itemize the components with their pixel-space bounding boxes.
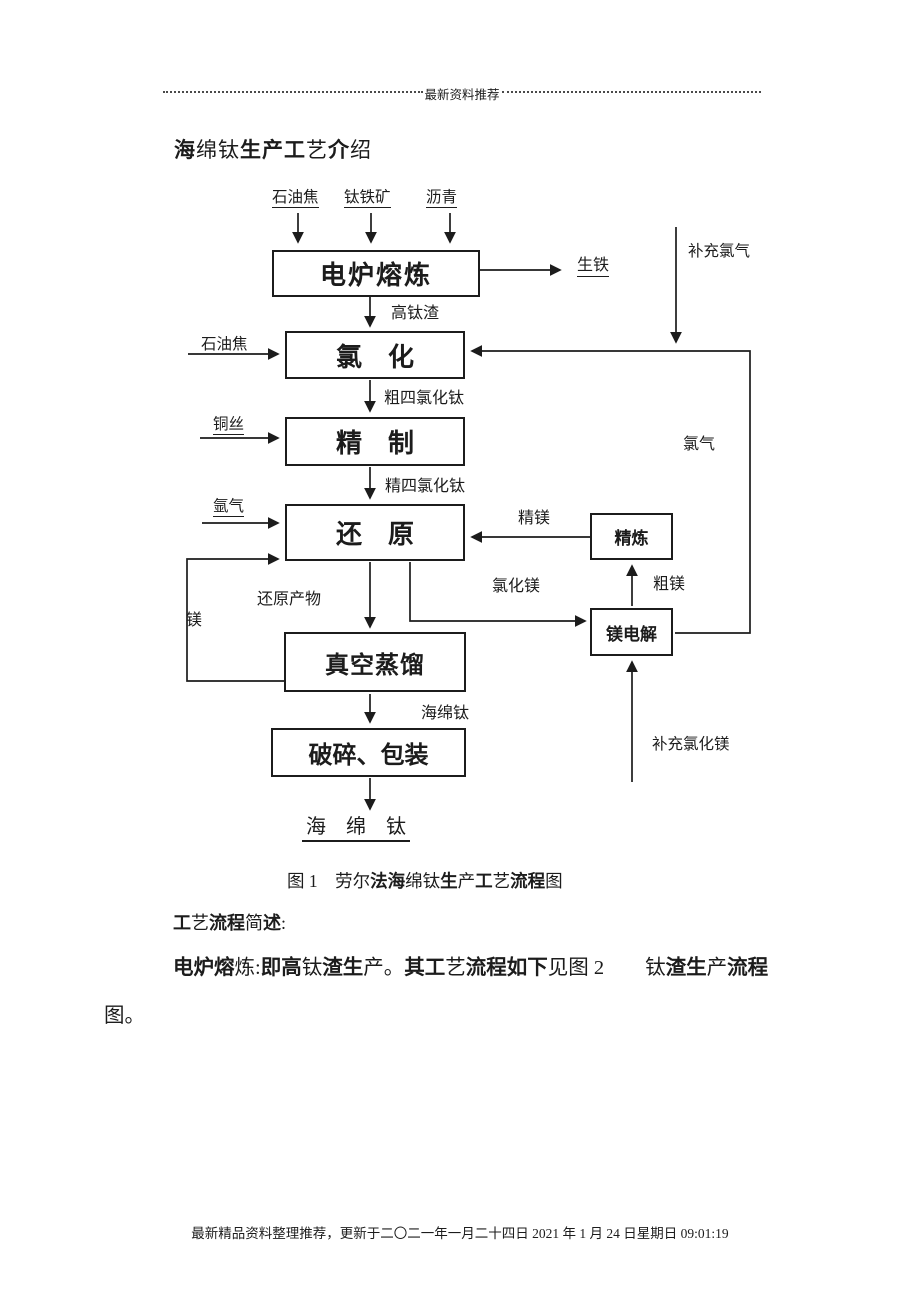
paragraph-process-brief: 工艺流程简述: (173, 909, 286, 935)
text-segment: 简 (245, 913, 263, 933)
label-makeup-mgcl2: 补充氯化镁 (652, 736, 730, 753)
label-crude-ticl4: 粗四氯化钛 (384, 390, 465, 407)
label-pig-iron: 生铁 (577, 257, 610, 277)
text-segment: 流程 (727, 957, 769, 979)
header-dotted-line-right (501, 90, 762, 93)
label-copper-wire: 铜丝 (213, 416, 245, 436)
label-high-titanium-slag: 高钛渣 (391, 305, 440, 322)
text-segment: 艺 (306, 138, 328, 162)
text-segment: 产 (457, 871, 476, 891)
label-chlorine: 氯气 (683, 436, 716, 453)
text-segment: 生 (440, 871, 458, 891)
box-mg-electrolysis: 镁电解 (590, 608, 673, 656)
label-titanium-sponge: 海绵钛 (421, 705, 470, 722)
label-magnesium: 镁 (186, 612, 203, 629)
text-segment: 流程如下 (465, 957, 548, 979)
text-segment: 艺 (492, 871, 511, 891)
text-segment: 艺 (191, 913, 209, 933)
label-petroleum-coke-side: 石油焦 (201, 336, 248, 353)
text-segment: 炼: (234, 957, 261, 979)
text-segment: 法海 (370, 871, 406, 891)
text-segment: 绵钛 (196, 138, 240, 162)
box-chlorination: 氯 化 (285, 331, 465, 379)
text-segment: 电炉熔 (173, 957, 235, 979)
box-vacuum-distillation: 真空蒸馏 (284, 632, 466, 692)
text-segment: 渣生 (322, 957, 364, 979)
label-reduction-product: 还原产物 (257, 591, 322, 608)
page-footer: 最新精品资料整理推荐，更新于二〇二一年一月二十四日 2021 年 1 月 24 … (191, 1226, 729, 1241)
box-crushing-packing: 破碎、包装 (271, 728, 466, 777)
text-segment: 产 (706, 957, 728, 979)
header-dotted-line-left (163, 90, 423, 93)
header-note: 最新资料推荐 (424, 88, 500, 102)
figure-caption: 图 1 劳尔法海绵钛生产工艺流程图 (287, 868, 563, 893)
box-electric-furnace-smelting: 电炉熔炼 (272, 250, 480, 297)
text-segment: 绵钛 (405, 871, 441, 891)
box-reduction: 还 原 (285, 504, 465, 561)
text-segment: 渣生 (665, 957, 707, 979)
label-petroleum-coke-top: 石油焦 (272, 189, 319, 209)
text-segment: 工 (475, 871, 493, 891)
text-segment: 海 (174, 138, 196, 162)
text-segment: 钛 (301, 957, 323, 979)
paragraph-furnace-description: 电炉熔炼:即高钛渣生产。其工艺流程如下见图 2 钛渣生产流程 (173, 950, 768, 980)
label-refined-magnesium: 精镁 (518, 510, 551, 527)
label-crude-magnesium: 粗镁 (653, 576, 686, 593)
text-segment: 生产工 (240, 138, 306, 162)
text-segment: 流程 (209, 913, 245, 933)
text-segment: 工 (173, 913, 191, 933)
paragraph-wrap-line: 图。 (104, 1005, 145, 1027)
label-output-titanium-sponge: 海 绵 钛 (302, 816, 410, 842)
text-segment: 流程 (510, 871, 546, 891)
text-segment: 其工 (404, 957, 446, 979)
label-magnesium-chloride: 氯化镁 (492, 578, 541, 595)
text-segment: 图 (545, 871, 563, 891)
text-segment: 产。 (363, 957, 405, 979)
text-segment: 介 (328, 138, 350, 162)
box-mg-refining: 精炼 (590, 513, 673, 560)
text-segment: 述 (263, 913, 281, 933)
text-segment: : (281, 913, 287, 933)
text-segment: 见图 2 钛 (547, 957, 666, 979)
header-rule: 最新资料推荐 (163, 84, 762, 103)
label-makeup-chlorine: 补充氯气 (688, 243, 751, 260)
text-segment: 即高 (260, 957, 302, 979)
text-segment: 艺 (445, 957, 466, 979)
label-pitch: 沥青 (426, 189, 458, 209)
text-segment: 图 1 劳尔 (287, 871, 371, 891)
label-ilmenite: 钛铁矿 (344, 189, 391, 209)
text-segment: 绍 (350, 138, 372, 162)
label-refined-ticl4: 精四氯化钛 (385, 478, 466, 495)
box-refining: 精 制 (285, 417, 465, 466)
label-argon: 氩气 (213, 498, 245, 518)
page-title: 海绵钛生产工艺介绍 (174, 134, 372, 164)
